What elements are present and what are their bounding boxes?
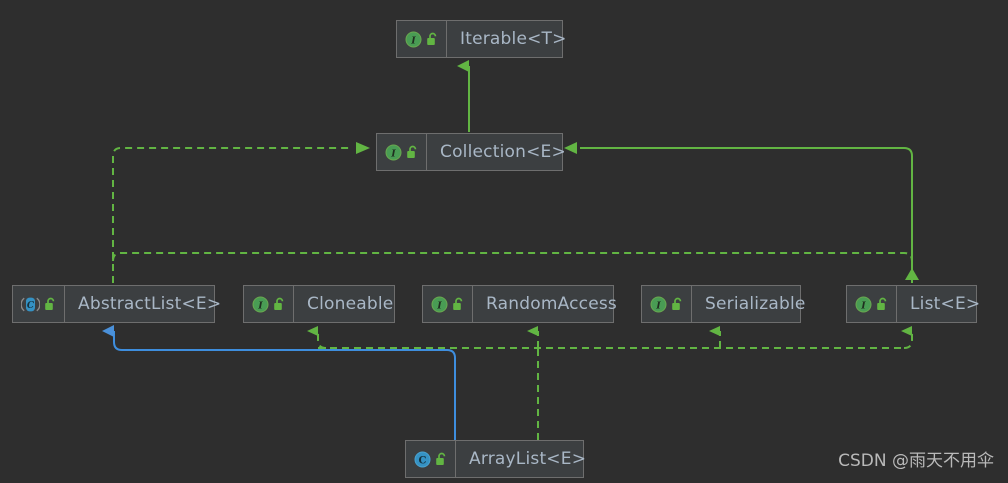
unlock-icon — [274, 297, 284, 310]
node-label: ArrayList<E> — [469, 449, 587, 469]
edge-collection-to-list-head — [905, 268, 919, 280]
node-label: Collection<E> — [440, 142, 566, 162]
node-icon-group: I — [397, 21, 447, 57]
edge-dashed-bus-upper — [112, 252, 913, 262]
interface-icon: I — [855, 296, 872, 312]
edge-abstractlist-to-collection — [112, 142, 370, 283]
interface-icon: I — [431, 296, 448, 312]
node-arraylist[interactable]: C ArrayList<E> — [405, 440, 586, 478]
svg-text:I: I — [410, 35, 416, 46]
node-abstractlist[interactable]: C AbstractList<E> — [12, 285, 221, 323]
node-label: AbstractList<E> — [78, 294, 222, 314]
svg-text:I: I — [655, 300, 661, 311]
node-icon-group: I — [423, 286, 473, 322]
node-iterable[interactable]: I Iterable<T> — [396, 20, 566, 58]
node-label: RandomAccess — [486, 294, 617, 314]
node-randomaccess[interactable]: I RandomAccess — [422, 285, 617, 323]
svg-text:I: I — [860, 300, 866, 311]
interface-icon: I — [405, 31, 422, 47]
edge-arraylist-implements-bus — [307, 326, 913, 440]
svg-text:C: C — [27, 301, 35, 311]
node-label: Serializable — [705, 294, 806, 314]
node-icon-group: I — [377, 134, 427, 170]
svg-text:I: I — [257, 300, 263, 311]
interface-icon: I — [385, 144, 402, 160]
node-serializable[interactable]: I Serializable — [641, 285, 805, 323]
abstract-class-icon: C — [21, 297, 40, 311]
node-label: Cloneable — [307, 294, 394, 314]
node-icon-group: C — [13, 286, 65, 322]
unlock-icon — [672, 297, 682, 310]
node-icon-group: I — [244, 286, 294, 322]
svg-text:I: I — [436, 300, 442, 311]
interface-icon: I — [650, 296, 667, 312]
node-label: List<E> — [910, 294, 981, 314]
interface-icon: I — [252, 296, 269, 312]
node-list[interactable]: I List<E> — [846, 285, 980, 323]
edge-arraylist-to-abstractlist — [102, 325, 456, 440]
unlock-icon — [407, 145, 417, 158]
svg-text:C: C — [419, 455, 427, 466]
edge-list-to-collection — [564, 142, 913, 283]
node-icon-group: I — [642, 286, 692, 322]
node-label: Iterable<T> — [460, 29, 567, 49]
unlock-icon — [436, 452, 446, 465]
unlock-icon — [427, 32, 437, 45]
node-icon-group: C — [406, 441, 456, 477]
unlock-icon — [453, 297, 463, 310]
node-collection[interactable]: I Collection<E> — [376, 133, 566, 171]
class-icon: C — [414, 451, 431, 467]
unlock-icon — [45, 297, 55, 310]
watermark-text: CSDN @雨天不用伞 — [838, 451, 994, 471]
svg-text:I: I — [390, 148, 396, 159]
node-icon-group: I — [847, 286, 897, 322]
node-cloneable[interactable]: I Cloneable — [243, 285, 395, 323]
unlock-icon — [877, 297, 887, 310]
